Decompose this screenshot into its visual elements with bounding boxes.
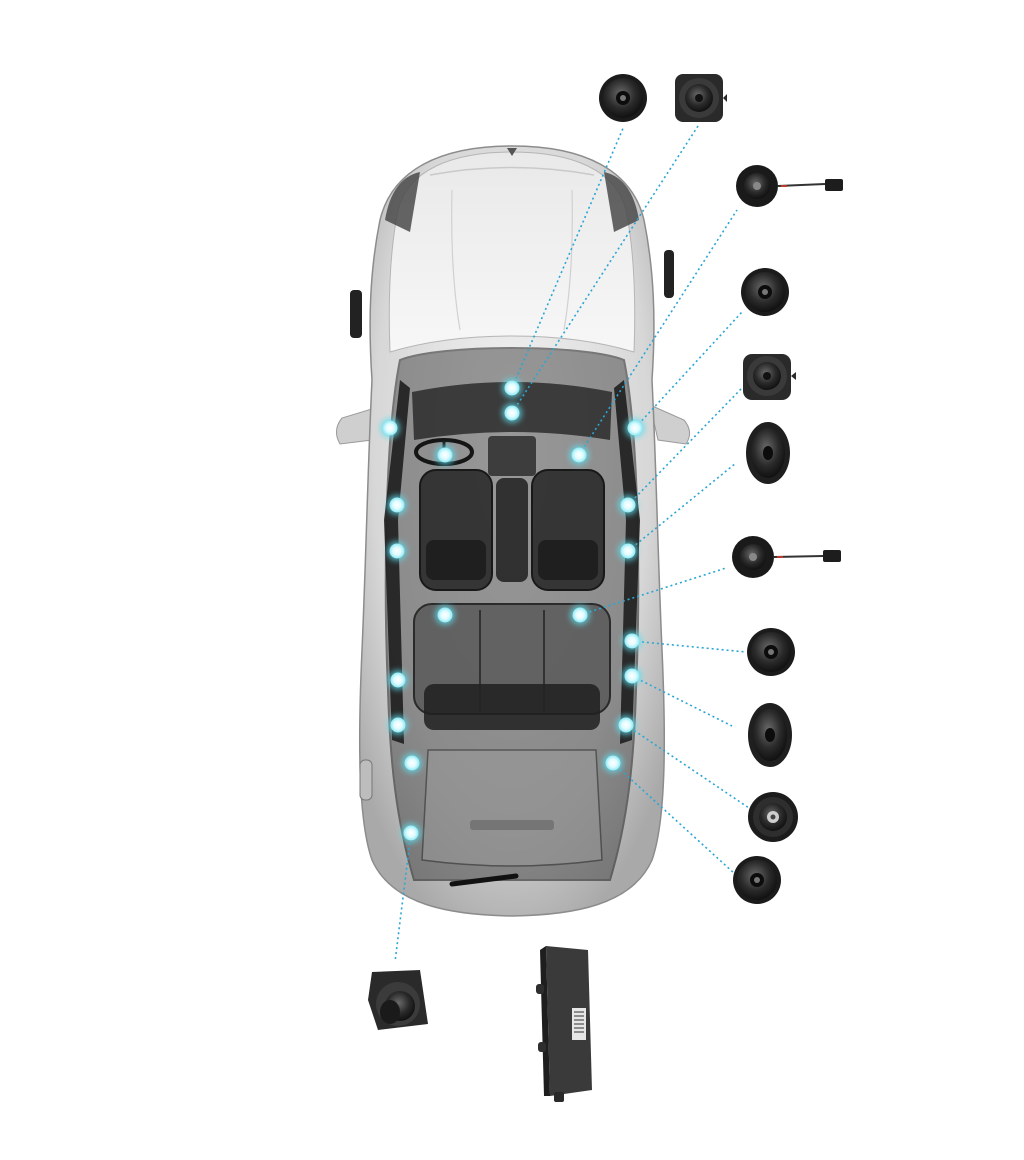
front-left-wheel [350, 290, 362, 338]
brand-badge [507, 148, 517, 156]
oval-speaker-icon [746, 422, 790, 484]
speaker-location-marker[interactable] [387, 495, 407, 515]
leader-line [631, 640, 747, 653]
center-console [496, 478, 528, 582]
square-flange-speaker-icon [743, 354, 796, 400]
leader-line [634, 311, 743, 429]
leader-line [394, 832, 412, 963]
leader-line [627, 462, 737, 552]
speaker-location-marker[interactable] [380, 418, 400, 438]
speaker-location-marker[interactable] [435, 445, 455, 465]
subwoofer-icon [368, 970, 428, 1030]
round-woofer-icon [741, 268, 789, 316]
front-right-wheel [664, 250, 674, 298]
speaker-location-marker[interactable] [603, 753, 623, 773]
speaker-components [368, 74, 843, 1102]
tweeter-with-cable-icon [732, 536, 841, 578]
speaker-markers [380, 378, 645, 843]
speaker-location-marker[interactable] [618, 541, 638, 561]
speaker-location-marker[interactable] [625, 418, 645, 438]
speaker-location-marker[interactable] [618, 495, 638, 515]
speaker-location-marker[interactable] [387, 541, 407, 561]
trunk-area [421, 749, 603, 867]
speaker-location-marker[interactable] [502, 403, 522, 423]
rear-seats [413, 603, 611, 730]
car-hood [388, 151, 636, 353]
leader-line [579, 567, 727, 616]
amplifier-module-icon [536, 946, 592, 1102]
oval-speaker-icon [748, 703, 792, 767]
speaker-location-marker[interactable] [401, 823, 421, 843]
leader-line [578, 209, 738, 456]
speaker-location-marker[interactable] [502, 378, 522, 398]
speaker-location-marker[interactable] [570, 605, 590, 625]
car-illustration [336, 145, 690, 917]
speaker-location-marker[interactable] [622, 631, 642, 651]
leader-line [631, 675, 733, 727]
speaker-location-marker[interactable] [616, 715, 636, 735]
coaxial-speaker-icon [748, 792, 798, 842]
round-woofer-icon [747, 628, 795, 676]
speaker-location-marker[interactable] [388, 715, 408, 735]
speaker-location-marker[interactable] [435, 605, 455, 625]
speaker-location-marker[interactable] [569, 445, 589, 465]
leader-lines [394, 125, 750, 963]
round-woofer-icon [599, 74, 647, 122]
front-seats [419, 469, 605, 591]
speaker-location-marker[interactable] [402, 753, 422, 773]
leader-line [511, 125, 699, 414]
square-flange-speaker-icon [675, 74, 727, 122]
round-woofer-icon [733, 856, 781, 904]
right-mirror [649, 404, 690, 445]
leader-line [627, 387, 743, 506]
speaker-location-marker[interactable] [622, 666, 642, 686]
speaker-location-marker[interactable] [388, 670, 408, 690]
tweeter-with-cable-icon [736, 165, 843, 207]
